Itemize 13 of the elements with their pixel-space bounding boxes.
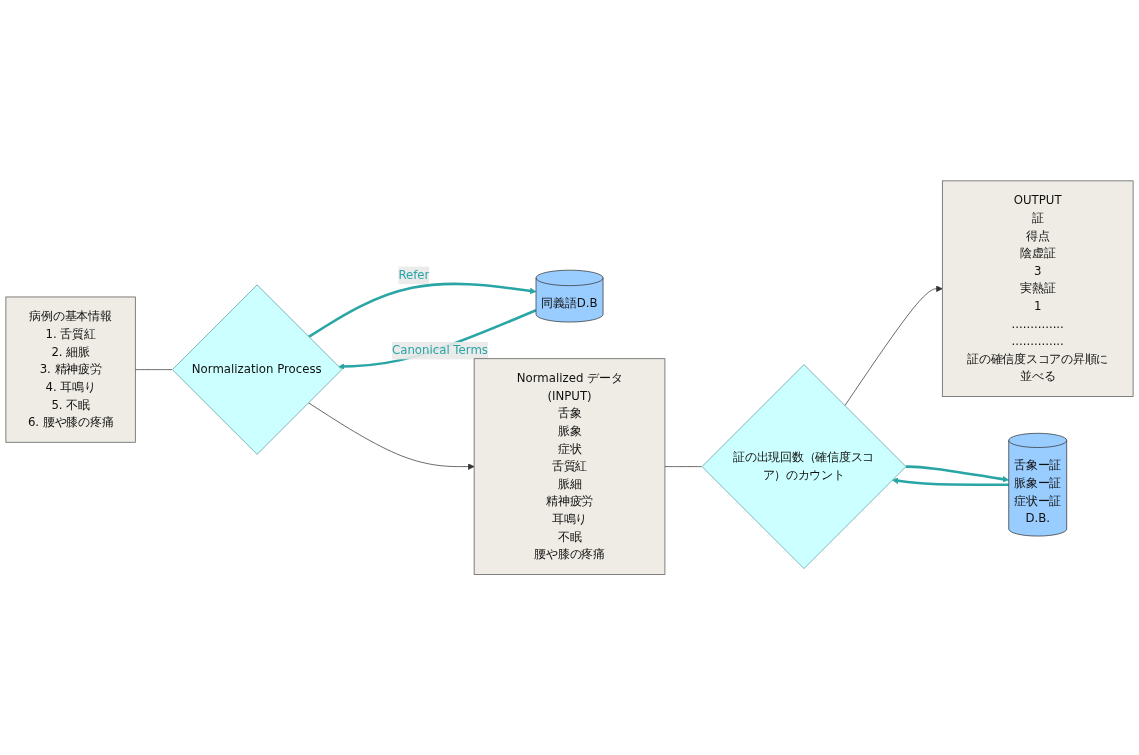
connector <box>134 369 173 370</box>
arrow <box>338 308 537 370</box>
node-diamond: 証の出現回数（確信度スコア）のカウント <box>701 364 907 569</box>
node-box: 病例の基本情報 1. 舌質紅 2. 細脈 3. 精神疲労 4. 耳鳴り 5. 不眠 6. 腰や膝の疼痛 <box>5 296 136 443</box>
node-box: OUTPUT 証 得点 陰虚証 3 実熱証 1 .............. .............. 証の確信度スコアの昇順に並べる <box>941 180 1134 397</box>
arrow <box>892 477 1009 486</box>
edge-label: Refer <box>398 267 430 282</box>
connector <box>664 466 702 467</box>
edge-label: Canonical Terms <box>392 343 488 358</box>
arrow <box>308 282 537 338</box>
arrow <box>905 465 1009 483</box>
node-box: Normalized データ(INPUT) 舌象 脈象 症状 舌質紅 脈細 精神疲労 耳鳴り 不眠 腰や膝の疼痛 <box>473 358 666 575</box>
node-diamond: Normalization Process <box>172 284 343 455</box>
